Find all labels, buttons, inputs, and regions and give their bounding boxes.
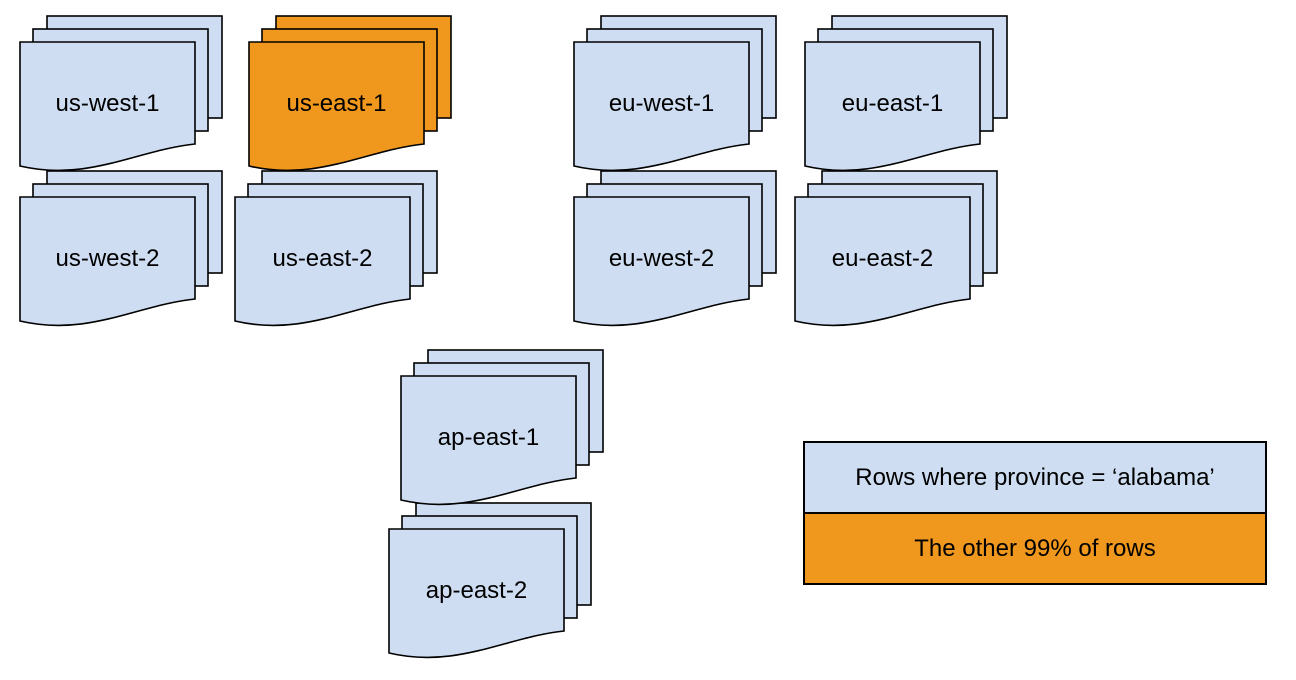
document-stack-icon xyxy=(573,15,777,172)
legend-item-other-rows: The other 99% of rows xyxy=(805,514,1265,583)
region-stack-eu-west-2: eu-west-2 xyxy=(572,169,778,333)
region-label: us-west-2 xyxy=(55,245,160,272)
region-stack-us-west-2: us-west-2 xyxy=(18,169,224,333)
document-stack-icon xyxy=(234,170,438,327)
region-label: us-west-1 xyxy=(55,90,160,117)
document-stack-icon xyxy=(804,15,1008,172)
region-label: ap-east-2 xyxy=(425,577,528,604)
legend-item-label: Rows where province = ‘alabama’ xyxy=(855,463,1215,491)
region-label: us-east-2 xyxy=(272,245,373,272)
document-stack-icon xyxy=(794,170,998,327)
document-stack-icon xyxy=(388,502,592,659)
region-stack-us-west-1: us-west-1 xyxy=(18,14,224,178)
region-label: us-east-1 xyxy=(286,90,387,117)
legend-item-alabama-rows: Rows where province = ‘alabama’ xyxy=(805,443,1265,514)
region-label: ap-east-1 xyxy=(437,424,540,451)
region-label: eu-east-1 xyxy=(841,90,944,117)
region-label: eu-west-1 xyxy=(608,90,715,117)
region-stack-us-east-2: us-east-2 xyxy=(233,169,439,333)
region-label: eu-east-2 xyxy=(831,245,934,272)
document-stack-icon xyxy=(573,170,777,327)
region-stack-eu-west-1: eu-west-1 xyxy=(572,14,778,178)
legend: Rows where province = ‘alabama’ The othe… xyxy=(803,441,1267,585)
region-stack-ap-east-1: ap-east-1 xyxy=(399,348,605,512)
legend-item-label: The other 99% of rows xyxy=(914,534,1156,562)
region-stack-eu-east-2: eu-east-2 xyxy=(793,169,999,333)
region-stack-eu-east-1: eu-east-1 xyxy=(803,14,1009,178)
document-stack-icon xyxy=(19,170,223,327)
region-label: eu-west-2 xyxy=(608,245,715,272)
region-stack-us-east-1: us-east-1 xyxy=(247,14,453,178)
document-stack-icon xyxy=(19,15,223,172)
document-stack-icon xyxy=(248,15,452,172)
document-stack-icon xyxy=(400,349,604,506)
region-stack-ap-east-2: ap-east-2 xyxy=(387,501,593,665)
